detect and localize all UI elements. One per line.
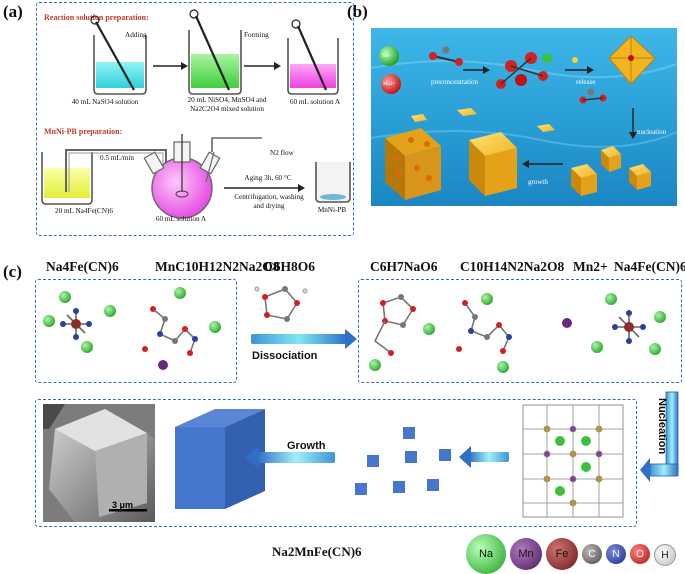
beaker-2-label-1: 20 mL NiSO4, MnSO4 and xyxy=(187,96,267,104)
na-ion-label: Na+ xyxy=(382,54,391,59)
post-label-1: Centrifugation, washing xyxy=(234,193,304,201)
dissociation-label: Dissociation xyxy=(252,350,318,362)
nucleation-label-b: nucleation xyxy=(637,128,667,136)
n2-flow-label: N2 flow xyxy=(270,149,294,157)
aging-label: Aging 3h, 60 °C xyxy=(244,174,292,182)
medium-cube xyxy=(469,132,517,196)
growth-label-b: growth xyxy=(528,178,548,186)
formula-sodium-ascorbate: C6H7NaO6 xyxy=(370,259,438,274)
flask-label: 60 mL solution A xyxy=(155,215,207,223)
legend-o-label: O xyxy=(636,548,644,560)
formula-na4fecn6-left: Na4Fe(CN)6 xyxy=(46,259,119,274)
growth-arrow xyxy=(257,452,335,463)
panel-label-c: (c) xyxy=(3,262,22,281)
formula-mn-ion: Mn2+ xyxy=(573,259,608,274)
molecule-sodium-ascorbate xyxy=(369,294,435,371)
panel-b-image xyxy=(370,28,678,206)
lattice-arrow xyxy=(469,452,509,462)
panel-c-bottom-drawing xyxy=(43,404,624,522)
complex-molecule xyxy=(496,52,552,89)
beaker-2 xyxy=(188,9,242,95)
growth-box xyxy=(35,399,637,527)
beaker-3 xyxy=(287,19,339,95)
small-cubes-c xyxy=(355,427,451,495)
panel-c-molecules xyxy=(43,286,666,373)
molecule-ferrocyanide-right xyxy=(591,293,666,355)
formula-ascorbic-acid: C6H8O6 xyxy=(264,259,316,274)
product-formula: Na2MnFe(CN)6 xyxy=(272,544,362,559)
beaker-4 xyxy=(41,149,167,205)
mnni-section-title: MnNi-PB preparation: xyxy=(44,127,123,136)
small-cubes xyxy=(571,146,651,196)
panel-a-frame xyxy=(36,2,354,236)
released-molecule xyxy=(579,88,607,104)
dissociation-arrow xyxy=(251,334,347,344)
post-label-2: and drying xyxy=(253,202,285,210)
formula-mnedta: MnC10H12N2Na2O8 xyxy=(155,259,280,274)
mn-ion xyxy=(381,74,401,94)
three-neck-flask xyxy=(143,134,262,219)
legend-na-label: Na xyxy=(478,548,494,560)
molecule-mn-edta xyxy=(142,287,221,370)
legend-c-icon: C xyxy=(582,544,602,564)
nucleation-arrow xyxy=(640,391,679,482)
legend-n-icon: N xyxy=(606,544,626,564)
sem-image xyxy=(43,404,155,522)
reactants-box xyxy=(35,279,237,383)
ligand-molecule-1 xyxy=(429,46,463,66)
adding-label: Adding xyxy=(125,31,147,39)
product-beaker xyxy=(315,162,351,203)
beaker-2-label-2: Na2C2O4 mixed solution xyxy=(190,105,264,113)
scale-bar-label: 3 μm xyxy=(112,500,134,510)
beaker-1 xyxy=(90,15,147,95)
legend-n-label: N xyxy=(612,548,620,560)
forming-label: Forming xyxy=(244,31,269,39)
beaker-3-label: 60 mL solution A xyxy=(289,98,341,106)
legend-h-icon: H xyxy=(654,544,676,566)
legend-mn-icon: Mn xyxy=(510,538,542,570)
molecule-na2-edta xyxy=(456,293,512,373)
crystal-lattice xyxy=(522,404,624,518)
legend-mn-label: Mn xyxy=(518,548,534,560)
large-cube xyxy=(175,409,265,509)
beaker-1-label: 40 mL NaSO4 solution xyxy=(71,98,139,106)
na-ion xyxy=(379,46,399,66)
octahedron xyxy=(608,35,656,85)
beaker-4-label: 20 mL Na4Fe(CN)6 xyxy=(54,207,114,215)
legend-fe-icon: Fe xyxy=(546,538,578,570)
legend-h-label: H xyxy=(661,549,669,561)
formula-na2edta: C10H14N2Na2O8 xyxy=(460,259,565,274)
floating-cubes xyxy=(411,108,555,132)
legend-c-label: C xyxy=(588,548,596,560)
formula-na4fecn6-right: Na4Fe(CN)6 xyxy=(614,259,685,274)
dissociated-box xyxy=(358,279,682,383)
growth-label: Growth xyxy=(287,440,326,452)
panel-a-drawing xyxy=(41,9,351,219)
molecule-ascorbic-acid xyxy=(254,286,308,322)
panel-label-b: (b) xyxy=(347,2,368,21)
legend-na-icon: Na xyxy=(466,534,506,574)
preconcentration-label: preconcentration xyxy=(431,78,479,86)
element-legend: Na Mn Fe C N O H xyxy=(466,534,684,574)
legend-fe-label: Fe xyxy=(555,548,569,560)
release-label: release xyxy=(576,78,596,86)
reaction-section-title: Reaction solution preparation: xyxy=(44,13,149,22)
decorated-cube xyxy=(385,128,441,200)
molecule-ferrocyanide-left xyxy=(43,291,116,353)
panel-label-a: (a) xyxy=(3,2,23,21)
nucleation-label: Nucleation xyxy=(656,398,668,455)
mn-ion-c xyxy=(562,318,572,328)
product-label: MnNi-PB xyxy=(317,206,347,214)
flow-rate-label: 0.5 mL/min xyxy=(100,154,134,162)
legend-o-icon: O xyxy=(630,544,650,564)
mn-ion-label: Mn2+ xyxy=(383,82,396,87)
